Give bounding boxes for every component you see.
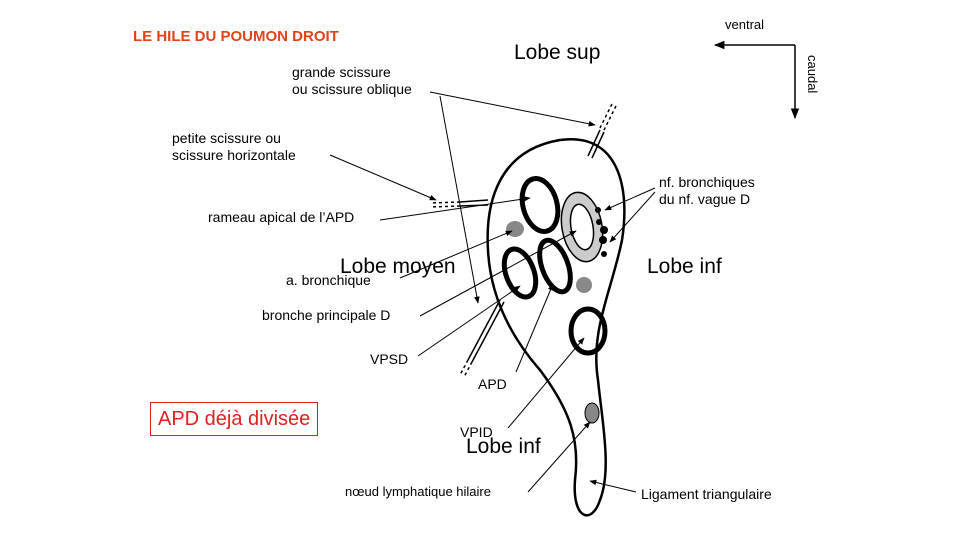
lobe-inf-right-label: Lobe inf xyxy=(647,255,722,278)
vpid-label: VPID xyxy=(460,424,493,440)
apd-divisee-note: APD déjà divisée xyxy=(150,402,319,436)
leader-lines xyxy=(329,91,656,493)
vpsd-label: VPSD xyxy=(370,351,409,367)
lobe-moyen-label: Lobe moyen xyxy=(340,255,456,278)
apd-vessel xyxy=(537,237,573,295)
orientation-arrows xyxy=(713,40,800,120)
apd-label: APD xyxy=(478,376,507,392)
bronche-inner xyxy=(569,203,595,251)
ligament-triangulaire-label: Ligament triangulaire xyxy=(641,486,772,502)
nerve-dot xyxy=(600,226,608,234)
rameau-apical-vessel xyxy=(519,176,561,234)
orientation-ventral: ventral xyxy=(725,17,765,32)
rameau-apical-label: rameau apical de l’APD xyxy=(208,209,355,225)
a-bronchique-label: a. bronchique xyxy=(286,272,371,288)
noeud-lymphatique xyxy=(584,402,600,424)
vpsd-vessel xyxy=(501,246,539,300)
nerve-dot xyxy=(601,251,607,257)
vpid-vessel xyxy=(568,306,608,356)
hilum-structures xyxy=(501,176,608,424)
grande-scissure-label: grande scissure ou scissure oblique xyxy=(292,64,412,97)
a-bronchique-node xyxy=(506,221,524,237)
nerve-dot xyxy=(596,219,602,225)
fissure-stubs xyxy=(429,103,617,378)
orientation-caudal: caudal xyxy=(805,55,820,94)
node-2 xyxy=(576,277,592,293)
bronche-principale-label: bronche principale D xyxy=(262,307,391,323)
noeud-lymphatique-label: nœud lymphatique hilaire xyxy=(345,484,491,499)
nerve-dot xyxy=(595,207,601,213)
lobe-sup-label: Lobe sup xyxy=(514,41,601,64)
lung-outline xyxy=(486,138,626,517)
lobe-inf-bottom-label: Lobe inf xyxy=(466,435,541,458)
nerve-dot xyxy=(599,236,607,244)
page-title: LE HILE DU POUMON DROIT xyxy=(133,28,339,45)
nf-bronchiques-label: nf. bronchiques du nf. vague D xyxy=(659,174,755,207)
petite-scissure-label: petite scissure ou scissure horizontale xyxy=(172,130,296,163)
